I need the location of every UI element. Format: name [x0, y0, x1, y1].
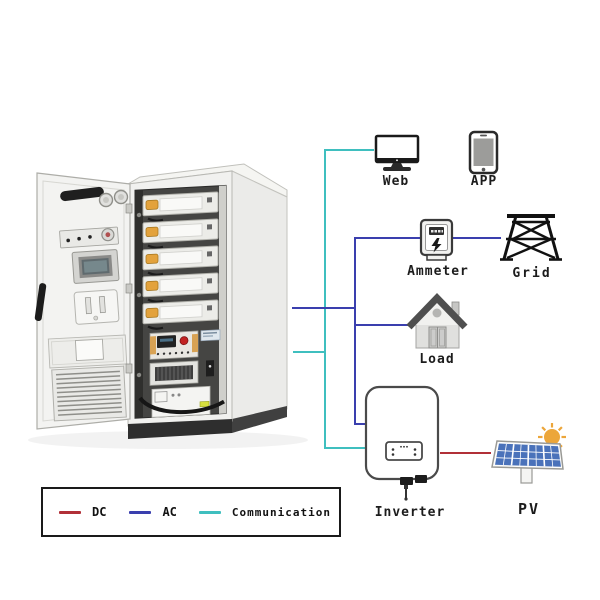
cabinet-interior — [134, 184, 227, 419]
cabinet-base-plinth — [128, 419, 232, 439]
door-recessed-panel — [47, 334, 128, 369]
ammeter-label: Ammeter — [407, 264, 469, 279]
legend-item-dc: DC — [59, 505, 106, 519]
battery-connector — [145, 307, 159, 318]
grid-label: Grid — [512, 266, 552, 281]
door-control-strip — [59, 226, 119, 249]
smartphone-icon — [468, 130, 499, 175]
legend-label-communication: Communication — [231, 505, 331, 519]
legend-label-ac: AC — [162, 505, 177, 519]
hinge-pin — [136, 292, 142, 298]
legend-item-ac: AC — [129, 505, 177, 519]
panel-stand — [520, 466, 533, 484]
inverter-label: Inverter — [374, 505, 446, 520]
legend-label-dc: DC — [92, 505, 107, 519]
battery-module — [142, 272, 219, 303]
rack-right-rail — [219, 185, 226, 414]
communication-bus-line — [324, 149, 374, 449]
inverter-connector — [400, 477, 413, 485]
cabinet-door — [34, 172, 133, 430]
rack-left-rail — [135, 189, 143, 419]
door-socket-plate — [73, 289, 120, 325]
battery-cabinet-illustration — [34, 163, 288, 439]
breaker-switch — [206, 360, 214, 377]
inverter-icon — [364, 385, 440, 501]
ac-bus-line — [354, 237, 423, 425]
pv-label: PV — [517, 500, 541, 518]
cabinet-side-panel — [231, 170, 288, 424]
web-label: Web — [382, 174, 410, 189]
door-display — [71, 249, 120, 284]
legend-item-communication: Communication — [198, 505, 331, 519]
door-handle-bar — [60, 186, 104, 202]
battery-cable — [147, 244, 164, 249]
lightning-bolt — [431, 238, 442, 253]
app-label: APP — [470, 174, 498, 189]
battery-module — [142, 191, 219, 222]
cabinet-side-base — [232, 406, 287, 433]
inverter-port-panel — [385, 441, 423, 461]
electric-meter-icon — [419, 218, 454, 261]
ac-line-swatch — [129, 510, 152, 514]
monitor-icon — [374, 134, 420, 171]
emergency-stop-button — [179, 336, 189, 346]
battery-cable — [147, 217, 164, 222]
legend-box: DC AC Communication — [41, 487, 341, 537]
communication-line-swatch — [198, 510, 221, 514]
battery-connector — [145, 280, 159, 291]
dc-line-swatch — [59, 510, 81, 514]
door-screen — [83, 260, 108, 273]
battery-module — [142, 299, 219, 330]
door-edge-handle — [34, 283, 47, 321]
solar-panel-icon — [491, 423, 566, 484]
battery-module — [142, 245, 219, 276]
hinge-pin — [136, 212, 142, 218]
battery-module — [142, 218, 219, 249]
battery-cable — [147, 271, 164, 276]
door-hinge — [125, 363, 133, 374]
hinge-pin — [136, 372, 142, 378]
warning-tag — [199, 401, 210, 408]
door-vent-grille — [51, 365, 127, 422]
round-window — [432, 308, 442, 318]
power-cable — [138, 396, 225, 415]
load-label: Load — [419, 352, 455, 367]
battery-connector — [145, 253, 159, 264]
door-hinge — [125, 203, 133, 214]
battery-cable — [147, 298, 164, 303]
door-hinge — [125, 283, 133, 294]
battery-connector — [145, 199, 159, 210]
house-icon — [406, 292, 468, 349]
inverter-connector — [415, 475, 427, 483]
connection-lines — [292, 149, 501, 454]
control-unit — [138, 329, 225, 418]
battery-connector — [145, 226, 159, 237]
transmission-tower-icon — [500, 214, 562, 261]
cabinet-shadow — [28, 431, 308, 449]
battery-cable — [147, 325, 164, 330]
